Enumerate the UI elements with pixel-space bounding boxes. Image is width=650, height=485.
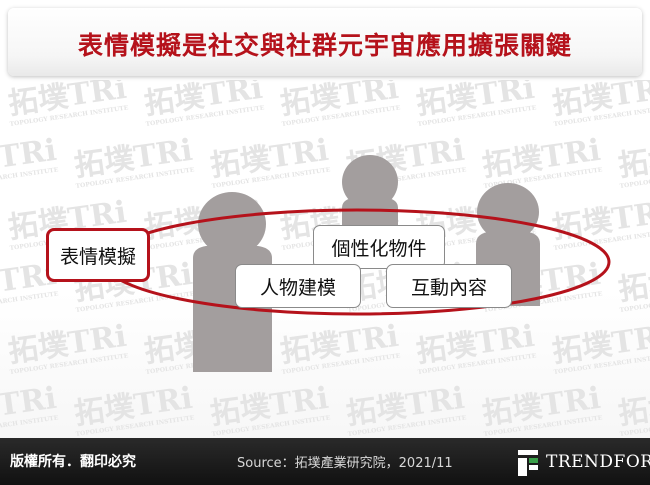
character-modeling-box: 人物建模 (235, 264, 361, 308)
personalized-objects-text: 個性化物件 (331, 237, 427, 260)
expression-simulation-text: 表情模擬 (59, 245, 136, 268)
personalized-objects-box: 個性化物件 (313, 225, 445, 269)
copyright-text: 版權所有．翻印必究 (10, 454, 136, 470)
character-modeling-text: 人物建模 (259, 276, 336, 299)
interactive-content-box: 互動內容 (386, 264, 512, 308)
title-bar: 表情模擬是社交與社群元宇宙應用擴張關鍵 (8, 8, 642, 76)
footer-bar: 版權所有．翻印必究 Source：拓墣產業研究院，2021/11 (0, 438, 650, 485)
slide-title: 表情模擬是社交與社群元宇宙應用擴張關鍵 (77, 31, 572, 60)
interactive-content-text: 互動內容 (410, 276, 487, 299)
trendforce-logo-icon (518, 450, 538, 476)
trendforce-logo-text: TRENDFORCE (546, 452, 650, 472)
expression-simulation-label: 表情模擬 (46, 228, 150, 282)
source-text: Source：拓墣產業研究院，2021/11 (237, 456, 453, 471)
